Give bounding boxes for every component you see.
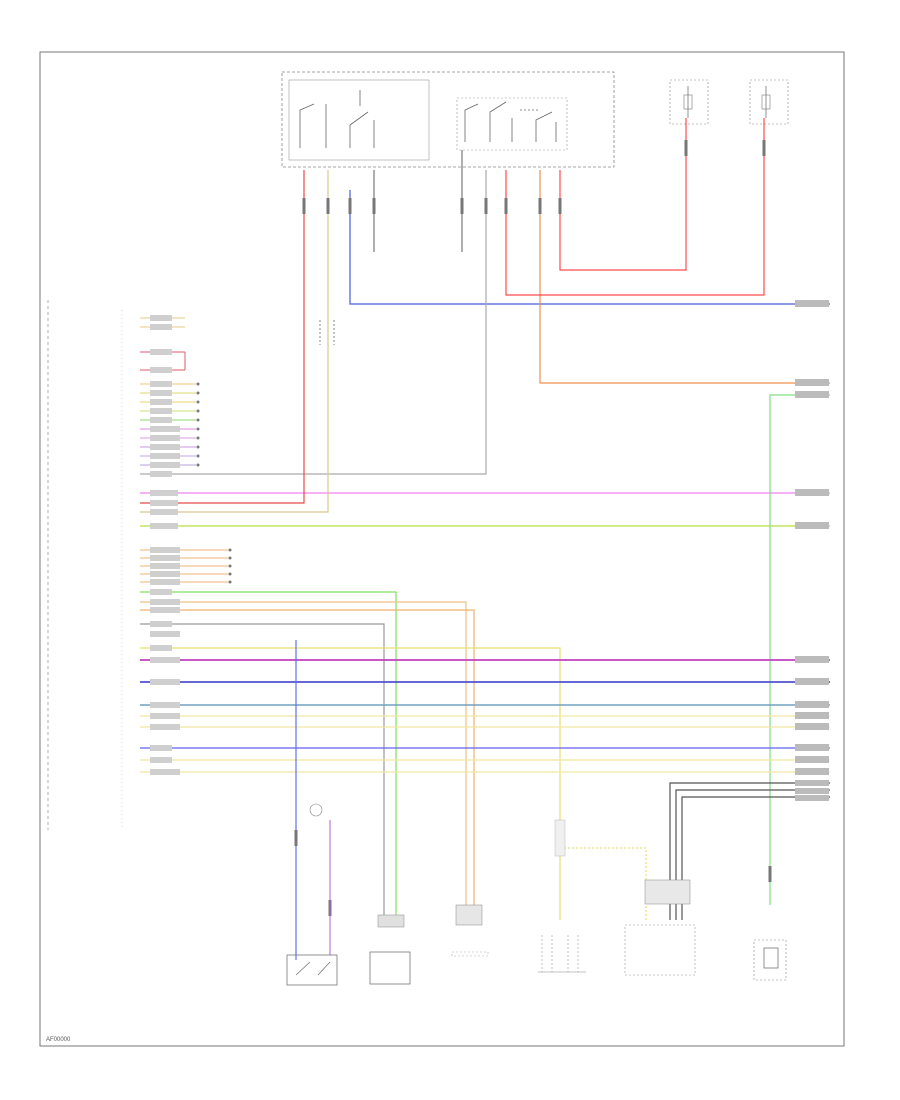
sensor-component bbox=[538, 819, 586, 973]
left-wire-label-blocks bbox=[150, 315, 180, 775]
fuse-box-right bbox=[749, 79, 789, 125]
fuse-box-left bbox=[669, 79, 709, 125]
connector-component-2 bbox=[451, 904, 489, 957]
terminal-dots bbox=[196, 382, 232, 584]
ignition-switch-box bbox=[281, 71, 615, 168]
diagram-frame bbox=[39, 51, 845, 1047]
module-component-right bbox=[624, 879, 696, 976]
selector-switch-component bbox=[286, 803, 338, 986]
right-edge-markers bbox=[795, 300, 829, 801]
wire-marks bbox=[294, 140, 772, 916]
control-module-left bbox=[47, 300, 123, 830]
connector-component-1 bbox=[369, 914, 411, 985]
horizontal-wires bbox=[140, 118, 830, 960]
relay-component bbox=[753, 939, 787, 981]
footer-code: AF00000 bbox=[46, 1037, 71, 1043]
